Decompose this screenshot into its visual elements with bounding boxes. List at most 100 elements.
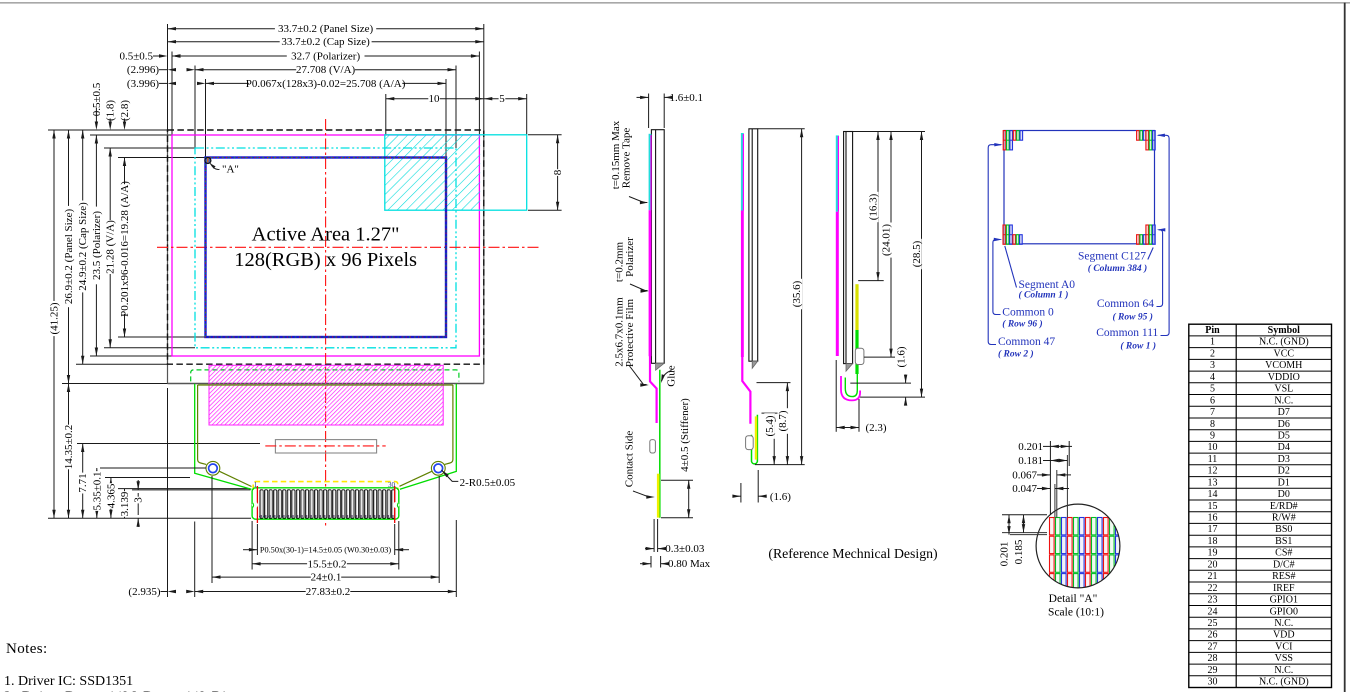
svg-text:(3.996): (3.996) <box>127 78 159 90</box>
svg-text:10: 10 <box>1208 442 1218 453</box>
svg-text:t=0.2mm: t=0.2mm <box>614 241 626 282</box>
svg-text:(1.6): (1.6) <box>770 491 791 503</box>
svg-text:VDD: VDD <box>1273 630 1295 641</box>
svg-text:20: 20 <box>1208 559 1218 570</box>
svg-text:0.201: 0.201 <box>1018 441 1043 453</box>
svg-text:D2: D2 <box>1278 466 1290 477</box>
svg-text:128(RGB) x 96 Pixels: 128(RGB) x 96 Pixels <box>234 249 417 271</box>
svg-text:(28.5): (28.5) <box>911 240 923 267</box>
svg-text:4.365: 4.365 <box>105 483 117 508</box>
svg-text:27.708 (V/A): 27.708 (V/A) <box>296 64 356 76</box>
svg-text:1.6±0.1: 1.6±0.1 <box>670 92 704 104</box>
svg-text:12: 12 <box>1208 466 1218 477</box>
svg-text:CS#: CS# <box>1275 548 1292 559</box>
svg-text:( Row 96 ): ( Row 96 ) <box>1002 319 1042 330</box>
svg-text:23: 23 <box>1208 595 1218 606</box>
svg-text:(2.8): (2.8) <box>119 100 131 121</box>
svg-text:D1: D1 <box>1278 477 1290 488</box>
svg-text:18: 18 <box>1208 536 1218 547</box>
svg-text:1: 1 <box>254 481 258 489</box>
svg-text:2: 2 <box>1210 348 1215 359</box>
svg-text:P0.50x(30-1)=14.5±0.05 (W0.30±: P0.50x(30-1)=14.5±0.05 (W0.30±0.03) <box>260 546 392 555</box>
svg-text:3: 3 <box>1210 360 1215 371</box>
svg-text:16: 16 <box>1208 513 1218 524</box>
svg-text:(1.8): (1.8) <box>105 100 117 121</box>
svg-text:Protective Film: Protective Film <box>624 298 636 367</box>
svg-text:21: 21 <box>1208 571 1218 582</box>
svg-text:P0.201x96-0.016=19.28 (A/A): P0.201x96-0.016=19.28 (A/A) <box>119 181 131 317</box>
svg-text:Glue: Glue <box>666 365 678 387</box>
svg-text:Scale (10:1): Scale (10:1) <box>1048 607 1104 619</box>
svg-text:VSS: VSS <box>1275 653 1293 664</box>
svg-text:1: 1 <box>1210 337 1215 348</box>
svg-text:5: 5 <box>499 93 505 105</box>
svg-text:0.185: 0.185 <box>1013 539 1025 564</box>
svg-text:(2.3): (2.3) <box>866 422 887 434</box>
svg-text:3: 3 <box>133 497 145 503</box>
svg-text:(16.3): (16.3) <box>867 193 879 220</box>
svg-text:22: 22 <box>1208 583 1218 594</box>
svg-text:29: 29 <box>1208 665 1218 676</box>
svg-text:4: 4 <box>1210 372 1215 383</box>
svg-text:1. Driver IC: SSD1351: 1. Driver IC: SSD1351 <box>4 674 133 689</box>
svg-text:25: 25 <box>1208 618 1218 629</box>
svg-text:Detail "A": Detail "A" <box>1049 593 1098 605</box>
svg-text:Common 47: Common 47 <box>998 336 1055 348</box>
svg-text:30: 30 <box>1208 677 1218 688</box>
svg-text:27: 27 <box>1208 641 1218 652</box>
svg-text:23.5 (Polarizer): 23.5 (Polarizer) <box>91 211 103 280</box>
svg-text:15: 15 <box>1208 501 1218 512</box>
svg-text:D5: D5 <box>1278 431 1290 442</box>
svg-text:( Row 95 ): ( Row 95 ) <box>1113 312 1153 323</box>
svg-text:10: 10 <box>429 93 441 105</box>
svg-text:14: 14 <box>1208 489 1218 500</box>
svg-text:RES#: RES# <box>1272 571 1295 582</box>
svg-text:14.35±0.2: 14.35±0.2 <box>63 425 75 470</box>
svg-text:30: 30 <box>388 481 396 489</box>
svg-text:D6: D6 <box>1278 419 1290 430</box>
svg-text:24.9±0.2 (Cap Size): 24.9±0.2 (Cap Size) <box>77 202 89 291</box>
svg-text:0.5±0.5: 0.5±0.5 <box>119 51 153 63</box>
svg-text:32.7 (Polarizer): 32.7 (Polarizer) <box>291 51 360 63</box>
svg-text:t=0.15mm Max: t=0.15mm Max <box>610 120 622 189</box>
svg-text:P0.067x(128x3)-0.02=25.708 (A/: P0.067x(128x3)-0.02=25.708 (A/A) <box>246 78 406 90</box>
svg-text:Contact Side: Contact Side <box>624 431 636 488</box>
svg-text:Segment A0: Segment A0 <box>1019 279 1076 291</box>
svg-text:0.181: 0.181 <box>1018 455 1043 467</box>
svg-text:5.35±0.1: 5.35±0.1 <box>91 471 103 510</box>
svg-text:33.7±0.2 (Cap Size): 33.7±0.2 (Cap Size) <box>281 36 370 48</box>
svg-text:D/C#: D/C# <box>1273 559 1295 570</box>
svg-text:N.C. (GND): N.C. (GND) <box>1259 677 1309 688</box>
svg-text:N.C.: N.C. <box>1274 395 1293 406</box>
svg-text:8: 8 <box>552 169 564 175</box>
svg-text:Active Area 1.27": Active Area 1.27" <box>252 224 400 246</box>
svg-text:Common 0: Common 0 <box>1002 307 1054 319</box>
svg-text:D3: D3 <box>1278 454 1290 465</box>
svg-text:27.83±0.2: 27.83±0.2 <box>306 586 351 598</box>
svg-text:0.047: 0.047 <box>1012 483 1037 495</box>
svg-text:VCI: VCI <box>1275 641 1292 652</box>
svg-text:8: 8 <box>1210 419 1215 430</box>
svg-text:15.5±0.2: 15.5±0.2 <box>307 558 346 570</box>
svg-text:IREF: IREF <box>1273 583 1295 594</box>
svg-text:2.5x6.7x0.1mm: 2.5x6.7x0.1mm <box>614 297 626 367</box>
svg-text:Segment C127: Segment C127 <box>1078 251 1146 263</box>
svg-text:(2.996): (2.996) <box>127 64 159 76</box>
svg-text:13: 13 <box>1208 477 1218 488</box>
svg-text:"A": "A" <box>222 164 239 176</box>
svg-text:BS1: BS1 <box>1275 536 1292 547</box>
svg-text:11: 11 <box>1208 454 1218 465</box>
svg-text:(Reference Mechnical Design): (Reference Mechnical Design) <box>768 546 937 562</box>
svg-text:21.28 (V/A): 21.28 (V/A) <box>105 220 117 274</box>
svg-text:0.5±0.5: 0.5±0.5 <box>91 82 103 116</box>
svg-text:( Column 1 ): ( Column 1 ) <box>1019 290 1069 301</box>
svg-text:VDDIO: VDDIO <box>1268 372 1300 383</box>
svg-text:2. Drive Duty: 1/96 Duty, 1/8: 2. Drive Duty: 1/96 Duty, 1/8 Bias <box>4 690 242 692</box>
svg-text:( Column 384 ): ( Column 384 ) <box>1088 263 1147 274</box>
svg-text:Common 111: Common 111 <box>1096 327 1158 339</box>
svg-text:(8.7): (8.7) <box>777 410 789 431</box>
svg-text:28: 28 <box>1208 653 1218 664</box>
svg-text:17: 17 <box>1208 524 1218 535</box>
svg-text:E/RD#: E/RD# <box>1270 501 1298 512</box>
svg-text:33.7±0.2 (Panel Size): 33.7±0.2 (Panel Size) <box>278 23 374 35</box>
